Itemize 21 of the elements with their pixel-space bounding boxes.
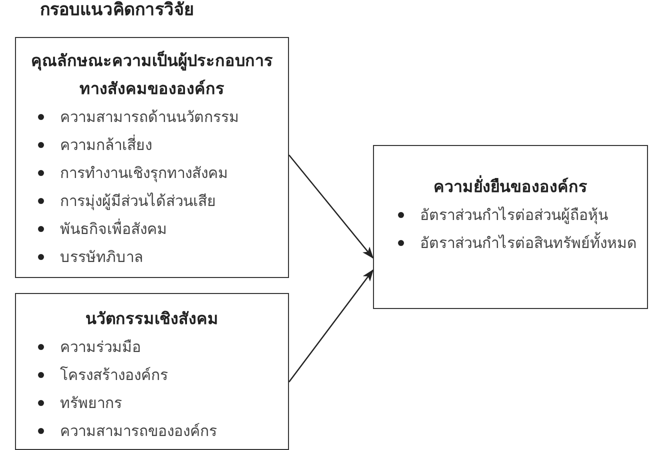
list-item: การทำงานเชิงรุกทางสังคม xyxy=(60,163,228,184)
list-item: การมุ่งผู้มีส่วนได้ส่วนเสีย xyxy=(60,191,216,212)
list-item: พันธกิจเพื่อสังคม xyxy=(60,218,167,240)
arrow xyxy=(288,269,374,382)
list-item: ความสามารถด้านนวัตกรรม xyxy=(60,107,239,128)
box-heading: คุณลักษณะความเป็นผู้ประกอบการทางสังคมขององค์กร xyxy=(30,50,274,100)
list-item: บรรษัทภิบาล xyxy=(60,247,143,268)
list-item: ทรัพยากร xyxy=(60,393,122,414)
concept-box xyxy=(373,145,648,309)
concept-box xyxy=(15,293,289,450)
list-item: โครงสร้างองค์กร xyxy=(60,365,168,386)
arrow xyxy=(288,154,374,259)
diagram-title: กรอบแนวคิดการวิจัย xyxy=(40,0,194,20)
list-item: อัตราส่วนกำไรต่อส่วนผู้ถือหุ้น xyxy=(420,205,608,226)
list-item: ความกล้าเสี่ยง xyxy=(60,134,152,156)
concept-box xyxy=(15,37,289,278)
list-item: ความสามารถขององค์กร xyxy=(60,421,217,442)
list-item: อัตราส่วนกำไรต่อสินทรัพย์ทั้งหมด xyxy=(420,231,637,254)
list-item: ความร่วมมือ xyxy=(60,337,141,358)
box-heading: ความยั่งยืนขององค์กร xyxy=(432,174,588,198)
box-heading: นวัตกรรมเชิงสังคม xyxy=(84,308,220,330)
